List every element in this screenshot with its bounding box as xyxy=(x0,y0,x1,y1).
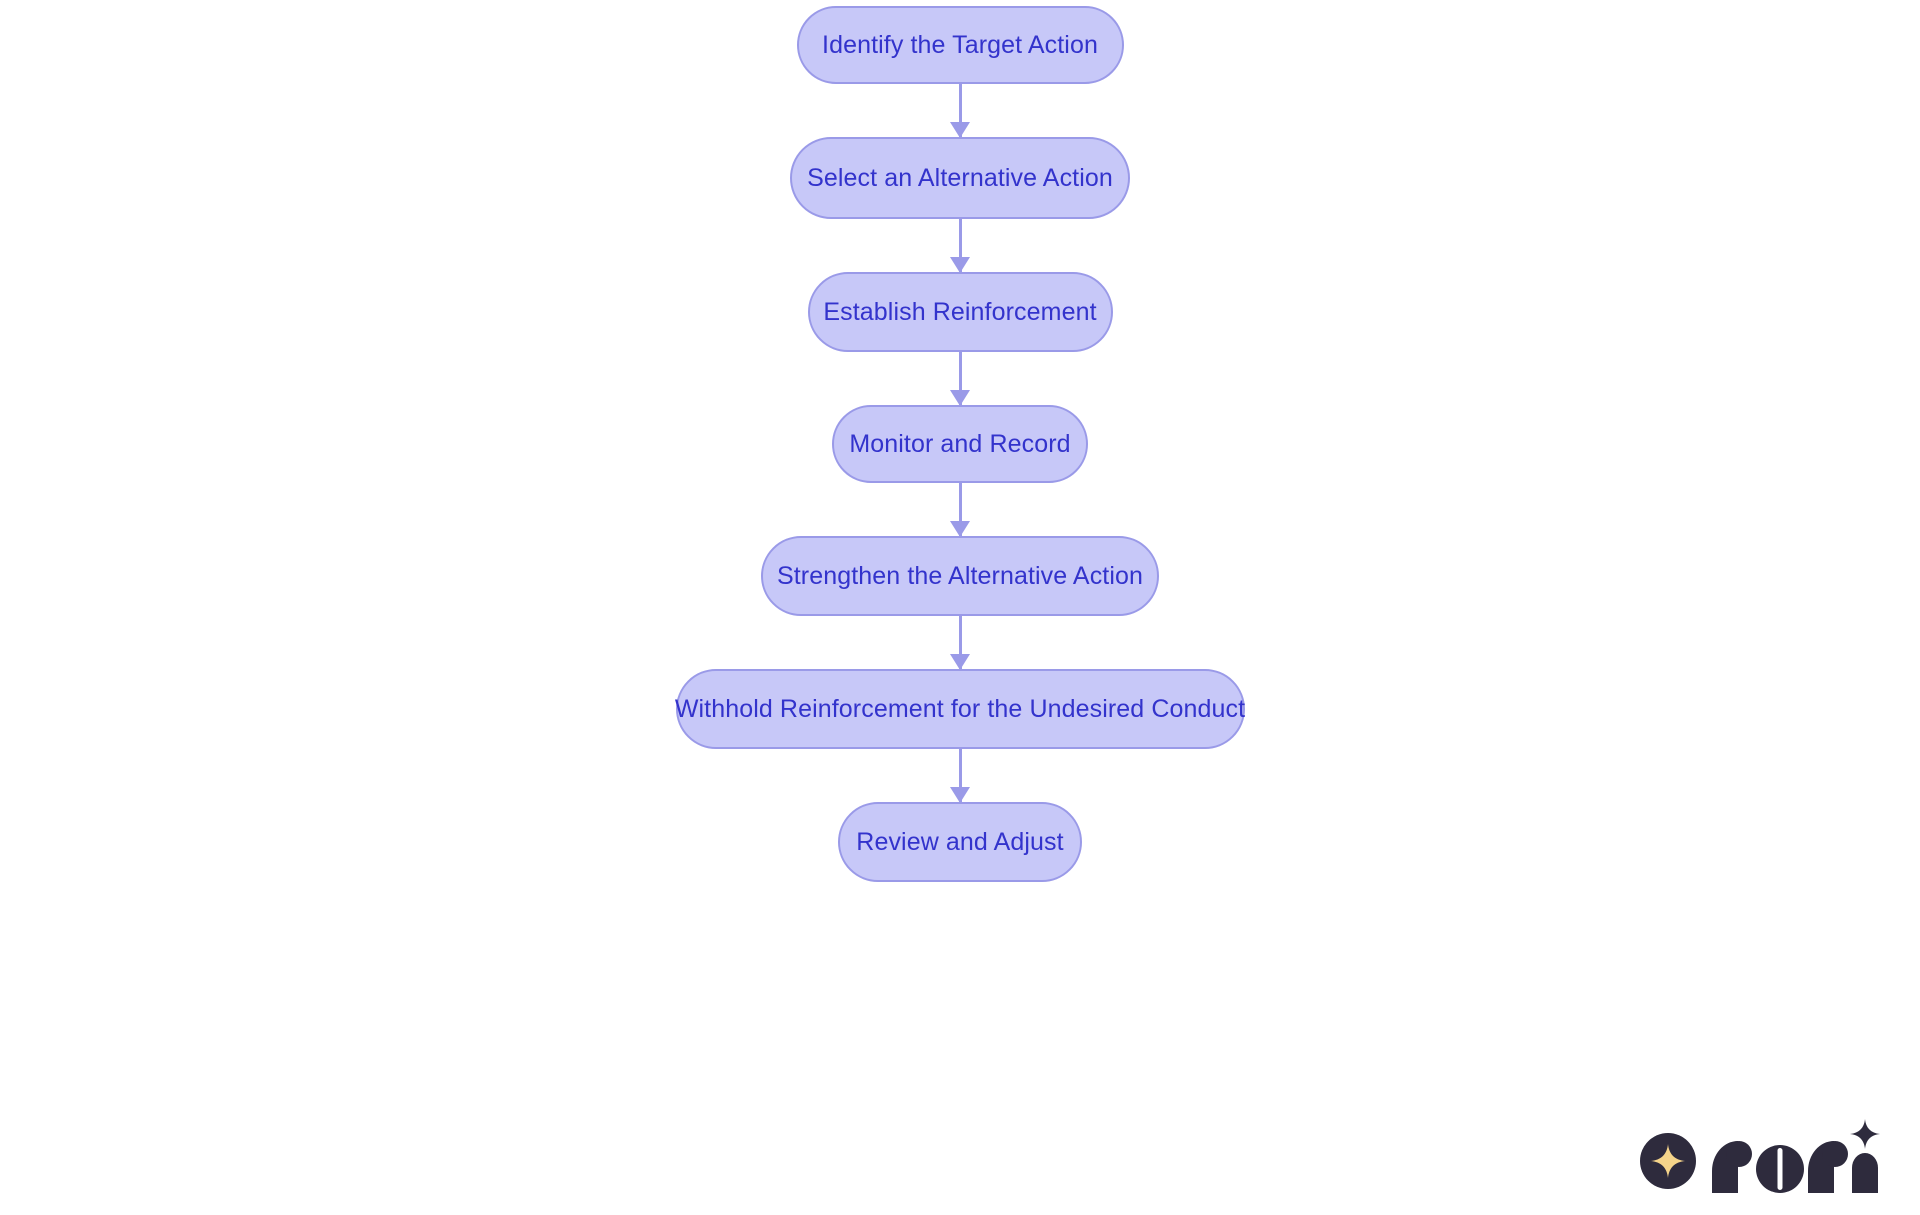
four-point-star-icon xyxy=(1651,1144,1685,1178)
flow-node-strengthen-the-alternative-action[interactable]: Strengthen the Alternative Action xyxy=(761,536,1159,616)
flow-node-withhold-reinforcement-for-the-undesired-conduct[interactable]: Withhold Reinforcement for the Undesired… xyxy=(674,669,1246,749)
flow-connector-4-5 xyxy=(958,483,962,536)
flow-row-4: Monitor and Record xyxy=(0,405,1920,483)
flow-node-label: Establish Reinforcement xyxy=(823,297,1097,326)
flow-connector-5-6 xyxy=(958,616,962,669)
flow-node-label: Withhold Reinforcement for the Undesired… xyxy=(674,694,1246,723)
wordmark-letter-r-1 xyxy=(1712,1141,1752,1193)
flow-connector-1-2 xyxy=(958,84,962,137)
wordmark-letter-o xyxy=(1756,1145,1804,1193)
flow-row-7: Review and Adjust xyxy=(0,802,1920,882)
rori-wordmark xyxy=(1712,1119,1880,1193)
flow-row-1: Identify the Target Action xyxy=(0,0,1920,84)
flow-row-6: Withhold Reinforcement for the Undesired… xyxy=(0,669,1920,749)
flow-node-select-an-alternative-action[interactable]: Select an Alternative Action xyxy=(790,137,1130,219)
flow-node-label: Strengthen the Alternative Action xyxy=(776,561,1144,590)
flow-node-monitor-and-record[interactable]: Monitor and Record xyxy=(832,405,1088,483)
flow-node-label: Review and Adjust xyxy=(856,827,1064,856)
flow-connector-2-3 xyxy=(958,219,962,272)
wordmark-letter-r-2 xyxy=(1808,1141,1848,1193)
flow-row-3: Establish Reinforcement xyxy=(0,272,1920,352)
flow-row-2: Select an Alternative Action xyxy=(0,137,1920,219)
wordmark-letter-i xyxy=(1850,1119,1880,1193)
flow-row-5: Strengthen the Alternative Action xyxy=(0,536,1920,616)
flow-node-establish-reinforcement[interactable]: Establish Reinforcement xyxy=(807,272,1113,352)
four-point-star-accent-icon xyxy=(1850,1119,1880,1149)
flow-node-label: Monitor and Record xyxy=(849,429,1071,458)
rori-logo-mark-icon xyxy=(1640,1133,1696,1189)
rori-logo xyxy=(1640,1115,1880,1193)
flow-node-review-and-adjust[interactable]: Review and Adjust xyxy=(838,802,1082,882)
flow-connector-3-4 xyxy=(958,352,962,405)
flow-node-label: Select an Alternative Action xyxy=(807,163,1113,192)
flow-node-label: Identify the Target Action xyxy=(822,30,1098,59)
flow-connector-6-7 xyxy=(958,749,962,802)
flow-node-identify-the-target-action[interactable]: Identify the Target Action xyxy=(796,6,1124,84)
